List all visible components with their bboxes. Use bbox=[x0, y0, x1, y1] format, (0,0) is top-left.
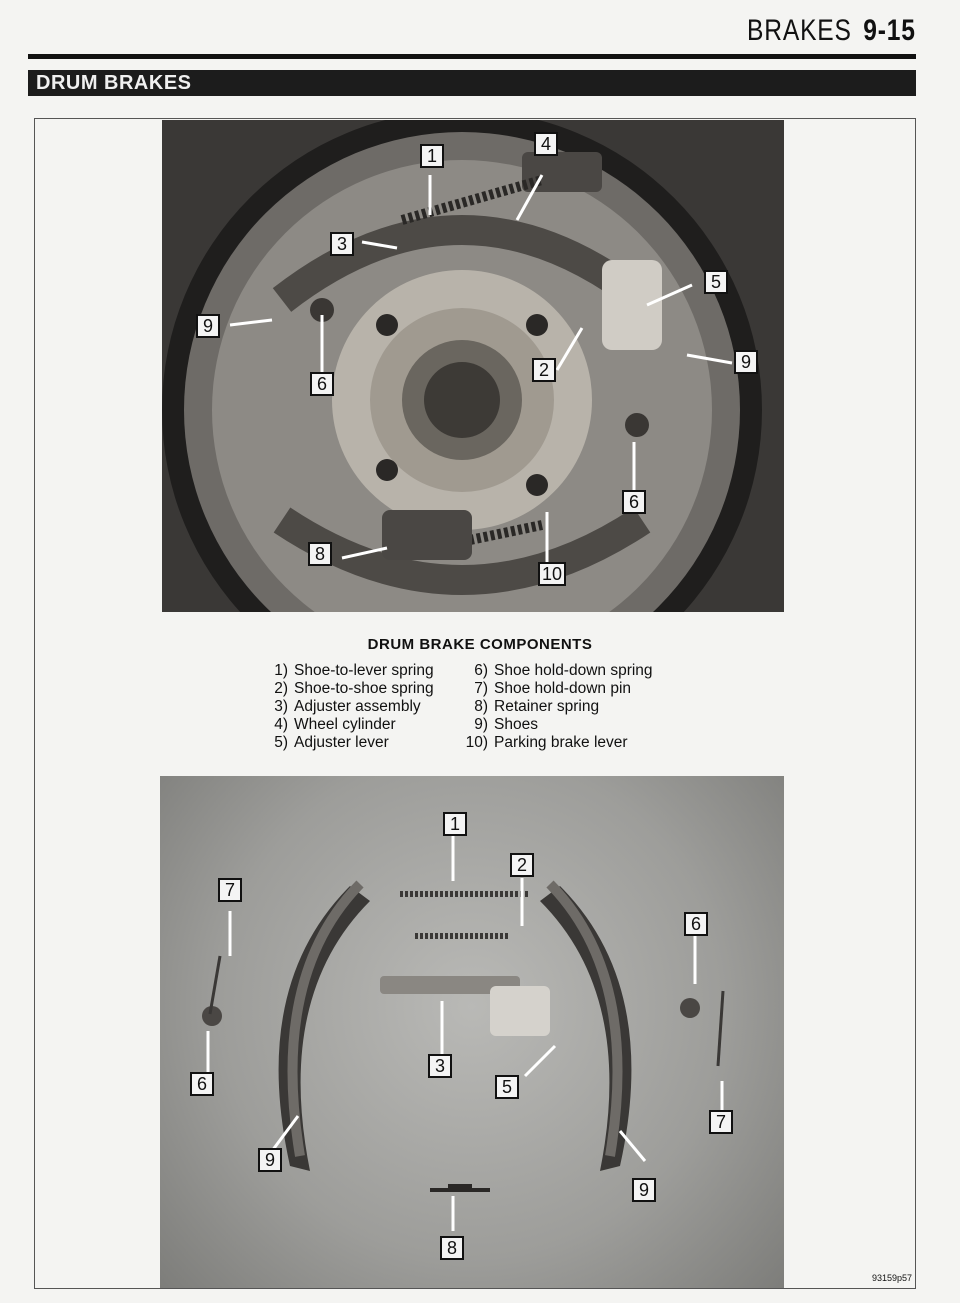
callout-9-left: 9 bbox=[196, 314, 220, 338]
callout-9-right: 9 bbox=[632, 1178, 656, 1202]
photo-id: 93159p57 bbox=[871, 1273, 912, 1283]
legend-item: 1)Shoe-to-lever spring bbox=[274, 662, 434, 679]
legend-left-column: 1)Shoe-to-lever spring 2)Shoe-to-shoe sp… bbox=[262, 662, 434, 752]
callout-5: 5 bbox=[704, 270, 728, 294]
figure-caption-title: DRUM BRAKE COMPONENTS bbox=[367, 636, 593, 653]
callout-7-left: 7 bbox=[218, 878, 242, 902]
legend-item: 7)Shoe hold-down pin bbox=[474, 680, 632, 697]
page-header-title: BRAKES 9-15 bbox=[747, 14, 916, 48]
header-chapter: BRAKES bbox=[747, 14, 853, 47]
legend-item: 10)Parking brake lever bbox=[465, 734, 628, 751]
legend-item: 9)Shoes bbox=[474, 716, 538, 733]
header-rule bbox=[28, 54, 916, 59]
legend-item: 4)Wheel cylinder bbox=[274, 716, 396, 733]
section-title-bar: DRUM BRAKES bbox=[28, 70, 916, 96]
legend-right-column: 6)Shoe hold-down spring 7)Shoe hold-down… bbox=[462, 662, 653, 752]
callout-2: 2 bbox=[510, 853, 534, 877]
callout-8: 8 bbox=[308, 542, 332, 566]
callout-1: 1 bbox=[420, 144, 444, 168]
components-illustration bbox=[202, 836, 725, 1231]
legend-item: 2)Shoe-to-shoe spring bbox=[274, 680, 434, 697]
disassembled-components-photo bbox=[160, 776, 784, 1288]
callout-9-right: 9 bbox=[734, 350, 758, 374]
callout-6-right: 6 bbox=[684, 912, 708, 936]
callout-8: 8 bbox=[440, 1236, 464, 1260]
legend-item: 5)Adjuster lever bbox=[274, 734, 389, 751]
callout-6-right: 6 bbox=[622, 490, 646, 514]
callout-1: 1 bbox=[443, 812, 467, 836]
callout-5: 5 bbox=[495, 1075, 519, 1099]
header-page-number: 9-15 bbox=[863, 14, 916, 47]
legend-item: 6)Shoe hold-down spring bbox=[474, 662, 653, 679]
legend-item: 3)Adjuster assembly bbox=[274, 698, 421, 715]
callout-4: 4 bbox=[534, 132, 558, 156]
callout-7-right: 7 bbox=[709, 1110, 733, 1134]
callout-2: 2 bbox=[532, 358, 556, 382]
callout-3: 3 bbox=[428, 1054, 452, 1078]
legend-item: 8)Retainer spring bbox=[474, 698, 600, 715]
callout-6-left: 6 bbox=[190, 1072, 214, 1096]
assembled-drum-brake-photo bbox=[162, 120, 784, 612]
callout-10: 10 bbox=[538, 562, 566, 586]
assembled-brake-illustration bbox=[162, 120, 784, 612]
callout-6-left: 6 bbox=[310, 372, 334, 396]
callout-3: 3 bbox=[330, 232, 354, 256]
callout-9-left: 9 bbox=[258, 1148, 282, 1172]
figure-frame bbox=[34, 118, 916, 1289]
